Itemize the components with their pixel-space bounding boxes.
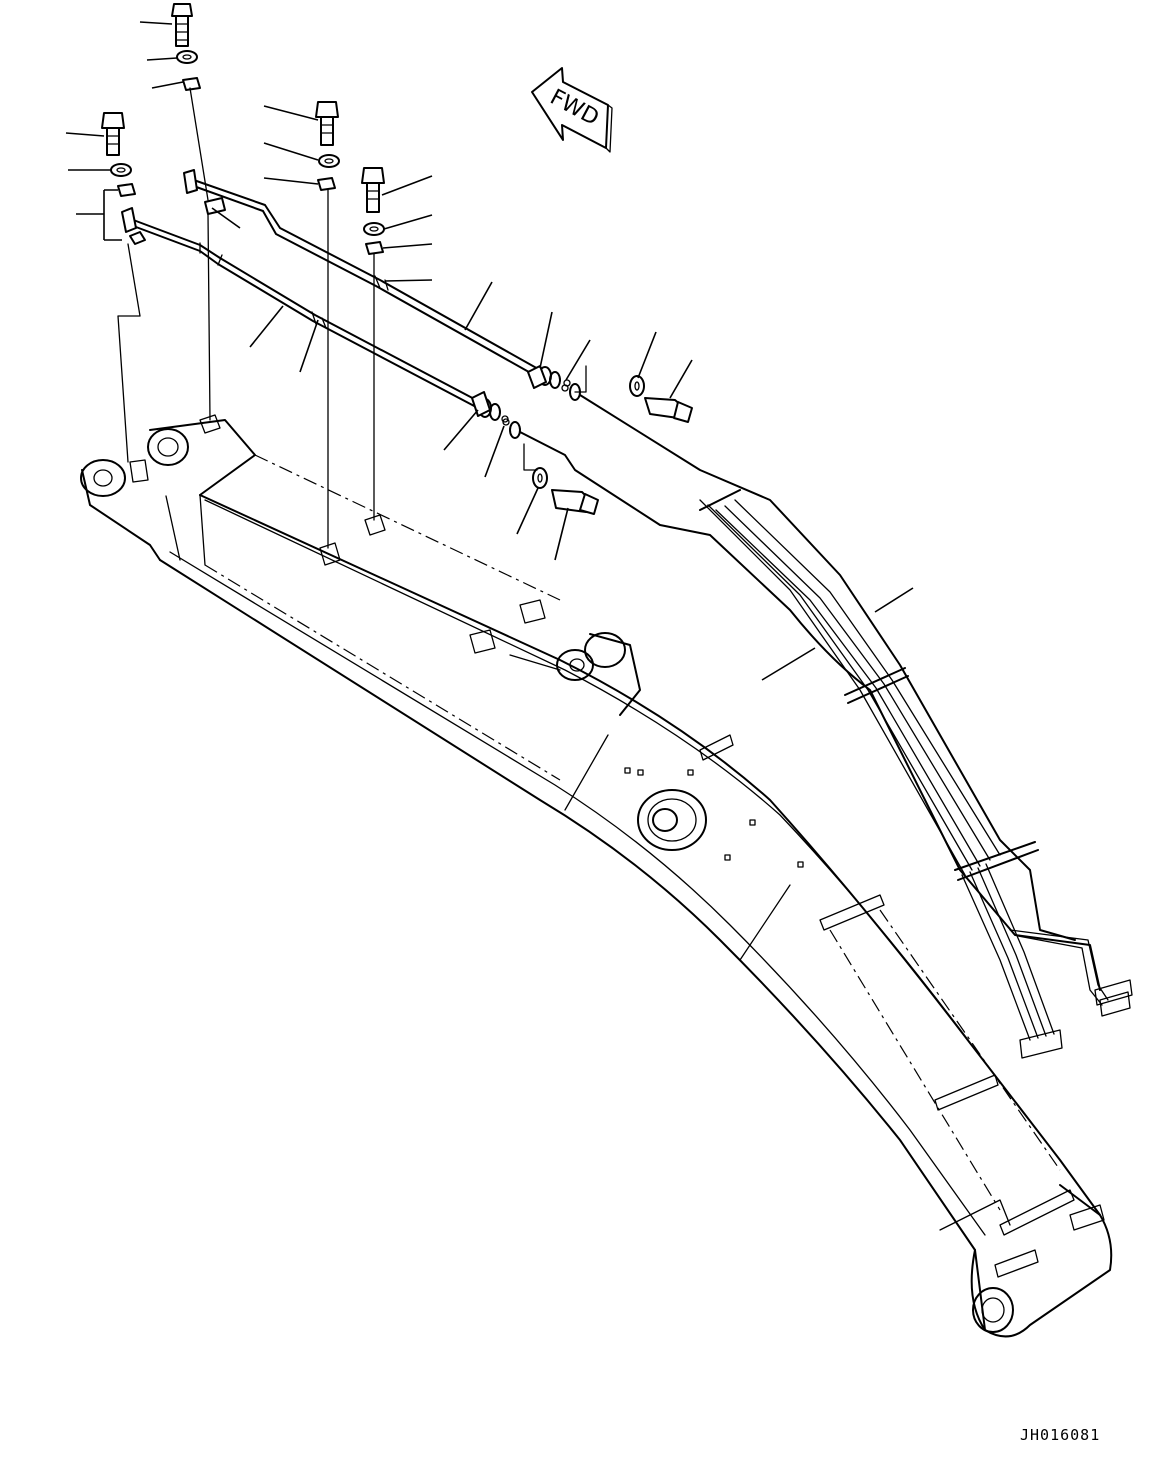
clamps <box>117 77 581 439</box>
hose-bundle <box>519 394 1133 1059</box>
bolt-1 <box>171 3 193 47</box>
bolts <box>101 3 693 515</box>
bolt-6 <box>551 489 599 515</box>
forward-direction-arrow: FWD <box>531 67 613 153</box>
centre-lines <box>204 454 1061 1211</box>
bolt-3 <box>315 101 339 146</box>
bolt-4 <box>361 167 385 213</box>
drawing-number: JH016081 <box>1020 1426 1101 1444</box>
boom-body <box>80 414 1113 1338</box>
bolt-5 <box>644 397 693 423</box>
bolt-2 <box>101 112 125 156</box>
assembly-guide-lines <box>117 87 587 549</box>
callout-leaders <box>65 21 914 681</box>
